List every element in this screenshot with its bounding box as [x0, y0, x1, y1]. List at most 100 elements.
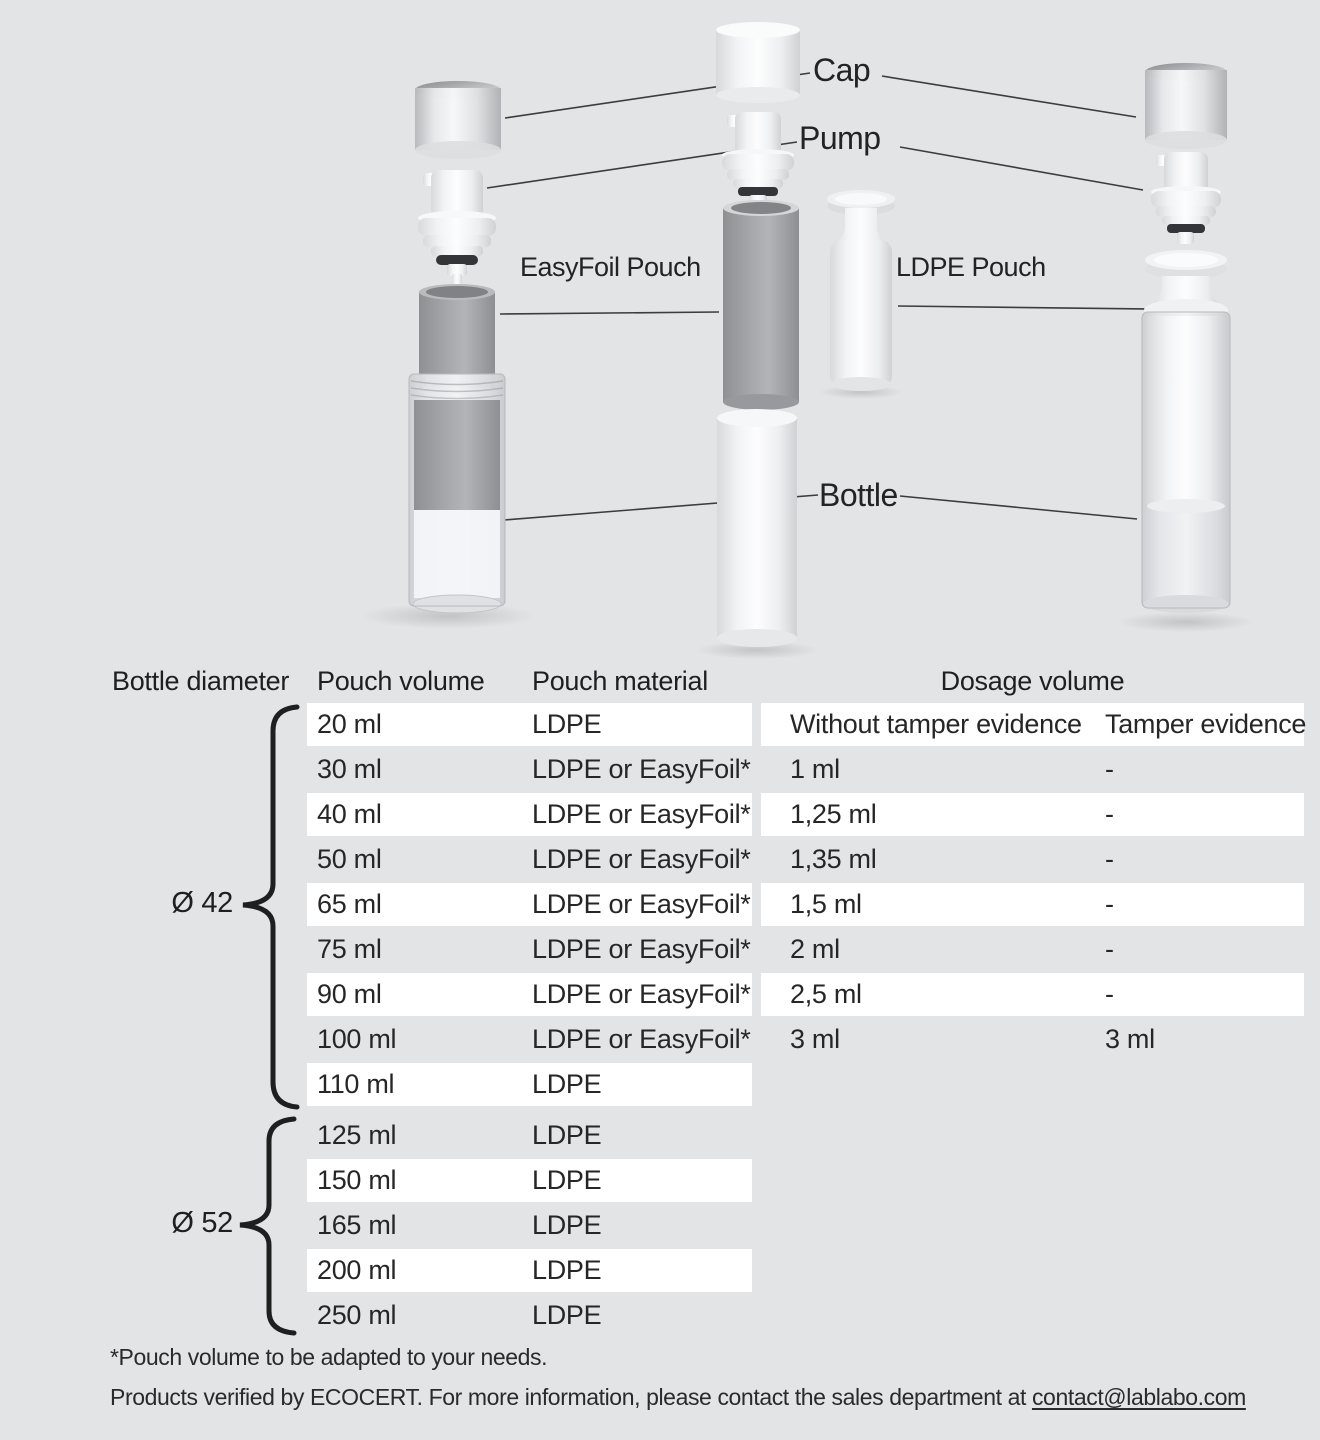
- col-header-bottle-diameter: Bottle diameter: [112, 666, 290, 696]
- col-header-dosage-volume: Dosage volume: [940, 666, 1125, 696]
- pouch-volume-cell: 65 ml: [317, 889, 382, 919]
- dosage-with-cell: 3 ml: [1105, 1024, 1155, 1054]
- table-row: 110 ml LDPE: [0, 1062, 1320, 1107]
- right-bottle-body: [1141, 311, 1231, 613]
- pouch-material-cell: LDPE or EasyFoil*: [532, 844, 751, 874]
- row-band-left: [307, 973, 752, 1016]
- dosage-with-cell: -: [1105, 889, 1114, 919]
- dosage-without-cell: 1 ml: [790, 754, 840, 784]
- table-row: 125 ml LDPE: [0, 1113, 1320, 1158]
- table-row: 30 ml LDPE or EasyFoil* 1 ml -: [0, 747, 1320, 792]
- line-pump-right: [899, 146, 1144, 191]
- bottle-label: Bottle: [819, 477, 898, 513]
- pouch-material-cell: LDPE or EasyFoil*: [532, 934, 751, 964]
- pouch-volume-cell: 150 ml: [317, 1165, 397, 1195]
- middle-bottle-body: [717, 409, 797, 647]
- row-band-right: [761, 973, 1304, 1016]
- brace-diameter-52: [239, 1116, 297, 1336]
- cap-label: Cap: [813, 52, 871, 88]
- pouch-volume-cell: 90 ml: [317, 979, 382, 1009]
- brace-diameter-42: [242, 704, 300, 1110]
- pouch-material-cell: LDPE: [532, 1120, 602, 1150]
- dosage-subheader-with: Tamper evidence: [1105, 709, 1307, 739]
- middle-pump: [722, 112, 794, 207]
- diameter-52-label: Ø 52: [171, 1207, 233, 1239]
- dosage-without-cell: 1,5 ml: [790, 889, 862, 919]
- right-pouch-top: [1144, 250, 1228, 321]
- dosage-without-cell: 1,35 ml: [790, 844, 877, 874]
- row-band-right: [761, 793, 1304, 836]
- pouch-material-cell: LDPE: [532, 709, 602, 739]
- row-band-right: [761, 703, 1304, 746]
- dosage-with-cell: -: [1105, 934, 1114, 964]
- pouch-material-cell: LDPE: [532, 1069, 602, 1099]
- table-row: 50 ml LDPE or EasyFoil* 1,35 ml -: [0, 837, 1320, 882]
- left-bottle-render: [360, 81, 536, 629]
- pouch-material-cell: LDPE: [532, 1255, 602, 1285]
- table-row: 20 ml LDPE Without tamper evidence Tamper e…: [0, 702, 1320, 747]
- dosage-without-cell: 1,25 ml: [790, 799, 877, 829]
- pouch-material-cell: LDPE: [532, 1165, 602, 1195]
- row-band-right: [761, 883, 1304, 926]
- pouch-volume-cell: 75 ml: [317, 934, 382, 964]
- dosage-with-cell: -: [1105, 754, 1114, 784]
- pouch-material-cell: LDPE or EasyFoil*: [532, 1024, 751, 1054]
- pouch-volume-cell: 110 ml: [317, 1069, 395, 1099]
- pouch-volume-cell: 30 ml: [317, 754, 382, 784]
- pouch-volume-cell: 200 ml: [317, 1255, 397, 1285]
- line-bottle-right: [899, 495, 1138, 520]
- pouch-material-cell: LDPE or EasyFoil*: [532, 754, 751, 784]
- pouch-volume-cell: 50 ml: [317, 844, 382, 874]
- pouch-material-cell: LDPE: [532, 1210, 602, 1240]
- dosage-without-cell: 3 ml: [790, 1024, 840, 1054]
- right-cap: [1145, 63, 1227, 149]
- left-bottle-body: [408, 373, 506, 614]
- pouch-volume-cell: 165 ml: [317, 1210, 397, 1240]
- right-pump: [1151, 152, 1221, 244]
- line-ldpe: [897, 305, 1149, 310]
- dosage-without-cell: 2 ml: [790, 934, 840, 964]
- table-row: 90 ml LDPE or EasyFoil* 2,5 ml -: [0, 972, 1320, 1017]
- product-diagram: [360, 22, 1254, 659]
- line-easyfoil: [499, 311, 720, 315]
- table-row: 150 ml LDPE: [0, 1158, 1320, 1203]
- pouch-material-cell: LDPE or EasyFoil*: [532, 979, 751, 1009]
- col-header-pouch-volume: Pouch volume: [317, 666, 485, 696]
- row-band-left: [307, 1063, 752, 1106]
- diameter-42-label: Ø 42: [171, 887, 233, 919]
- connector-lines: [486, 72, 1149, 521]
- dosage-without-cell: 2,5 ml: [790, 979, 862, 1009]
- left-pump: [418, 170, 496, 284]
- row-band-left: [307, 883, 752, 926]
- left-pouch-tube: [419, 284, 495, 388]
- row-band-left: [307, 703, 752, 746]
- pouch-volume-footnote: *Pouch volume to be adapted to your need…: [110, 1344, 548, 1370]
- dosage-with-cell: -: [1105, 799, 1114, 829]
- table-row: 200 ml LDPE: [0, 1248, 1320, 1293]
- middle-easyfoil-pouch: [723, 200, 799, 410]
- middle-cap: [716, 22, 800, 103]
- footer-text: Products verified by ECOCERT. For more i…: [110, 1384, 1032, 1410]
- row-band-left: [307, 793, 752, 836]
- row-band-left: [307, 1159, 752, 1202]
- col-header-pouch-material: Pouch material: [532, 666, 708, 696]
- dosage-subheader-without: Without tamper evidence: [790, 709, 1082, 739]
- middle-bottle-render: [695, 22, 819, 659]
- ldpe-pouch-render: [819, 190, 903, 399]
- pouch-material-cell: LDPE or EasyFoil*: [532, 799, 751, 829]
- dosage-with-cell: -: [1105, 979, 1114, 1009]
- pouch-material-cell: LDPE: [532, 1300, 602, 1330]
- pouch-volume-cell: 125 ml: [317, 1120, 397, 1150]
- pump-label: Pump: [799, 120, 881, 156]
- row-band-left: [307, 1249, 752, 1292]
- dosage-with-cell: -: [1105, 844, 1114, 874]
- line-cap-right: [881, 75, 1137, 118]
- easyfoil-pouch-label: EasyFoil Pouch: [520, 252, 701, 282]
- pouch-volume-cell: 20 ml: [317, 709, 382, 739]
- ldpe-pouch-label: LDPE Pouch: [896, 252, 1046, 282]
- contact-email-link[interactable]: contact@lablabo.com: [1031, 1384, 1246, 1410]
- right-bottle-render: [1118, 63, 1254, 632]
